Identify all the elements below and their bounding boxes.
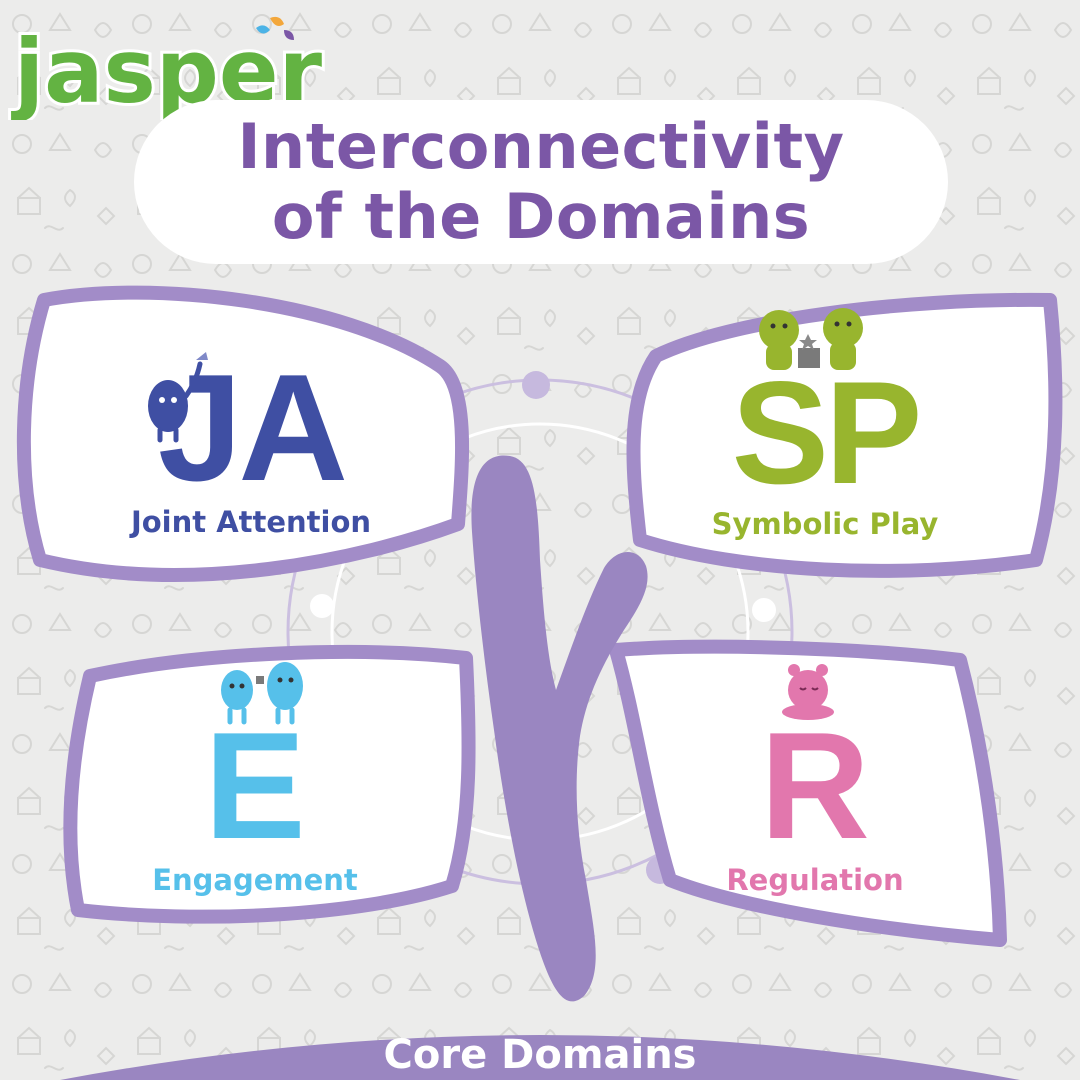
domain-abbr: JA xyxy=(157,343,348,513)
domain-label: Joint Attention xyxy=(130,505,372,539)
engagement-mascots xyxy=(221,662,303,725)
regulation-mascot xyxy=(782,664,834,720)
domain-label: Engagement xyxy=(152,863,358,897)
sp-mascots xyxy=(759,308,863,370)
ring-node xyxy=(752,598,776,622)
logo-leaf-icon xyxy=(270,16,284,26)
leaf-regulation xyxy=(609,639,1007,947)
core-domains-label: Core Domains xyxy=(383,1032,697,1078)
domain-regulation: R Regulation xyxy=(690,710,940,898)
title-line-1: Interconnectivity xyxy=(237,110,845,183)
butterfly-body xyxy=(471,455,648,1002)
domain-symbolic-play: SP Symbolic Play xyxy=(680,360,970,542)
ring-node xyxy=(522,371,550,399)
leaf-joint-attention xyxy=(16,285,470,582)
leaf-engagement xyxy=(63,645,476,924)
footer-arc xyxy=(60,1035,1020,1080)
domain-joint-attention: JA Joint Attention xyxy=(120,352,382,540)
domain-engagement: E Engagement xyxy=(130,710,380,898)
domain-label: Symbolic Play xyxy=(711,507,939,541)
domain-abbr: R xyxy=(760,701,870,871)
ring-node xyxy=(310,594,334,618)
title-banner: Interconnectivity of the Domains xyxy=(134,100,948,264)
domain-label: Regulation xyxy=(726,863,904,897)
title-line-2: of the Domains xyxy=(271,180,811,253)
domain-abbr: SP xyxy=(731,351,923,514)
ja-mascot xyxy=(148,352,208,443)
domain-abbr: E xyxy=(204,701,306,871)
